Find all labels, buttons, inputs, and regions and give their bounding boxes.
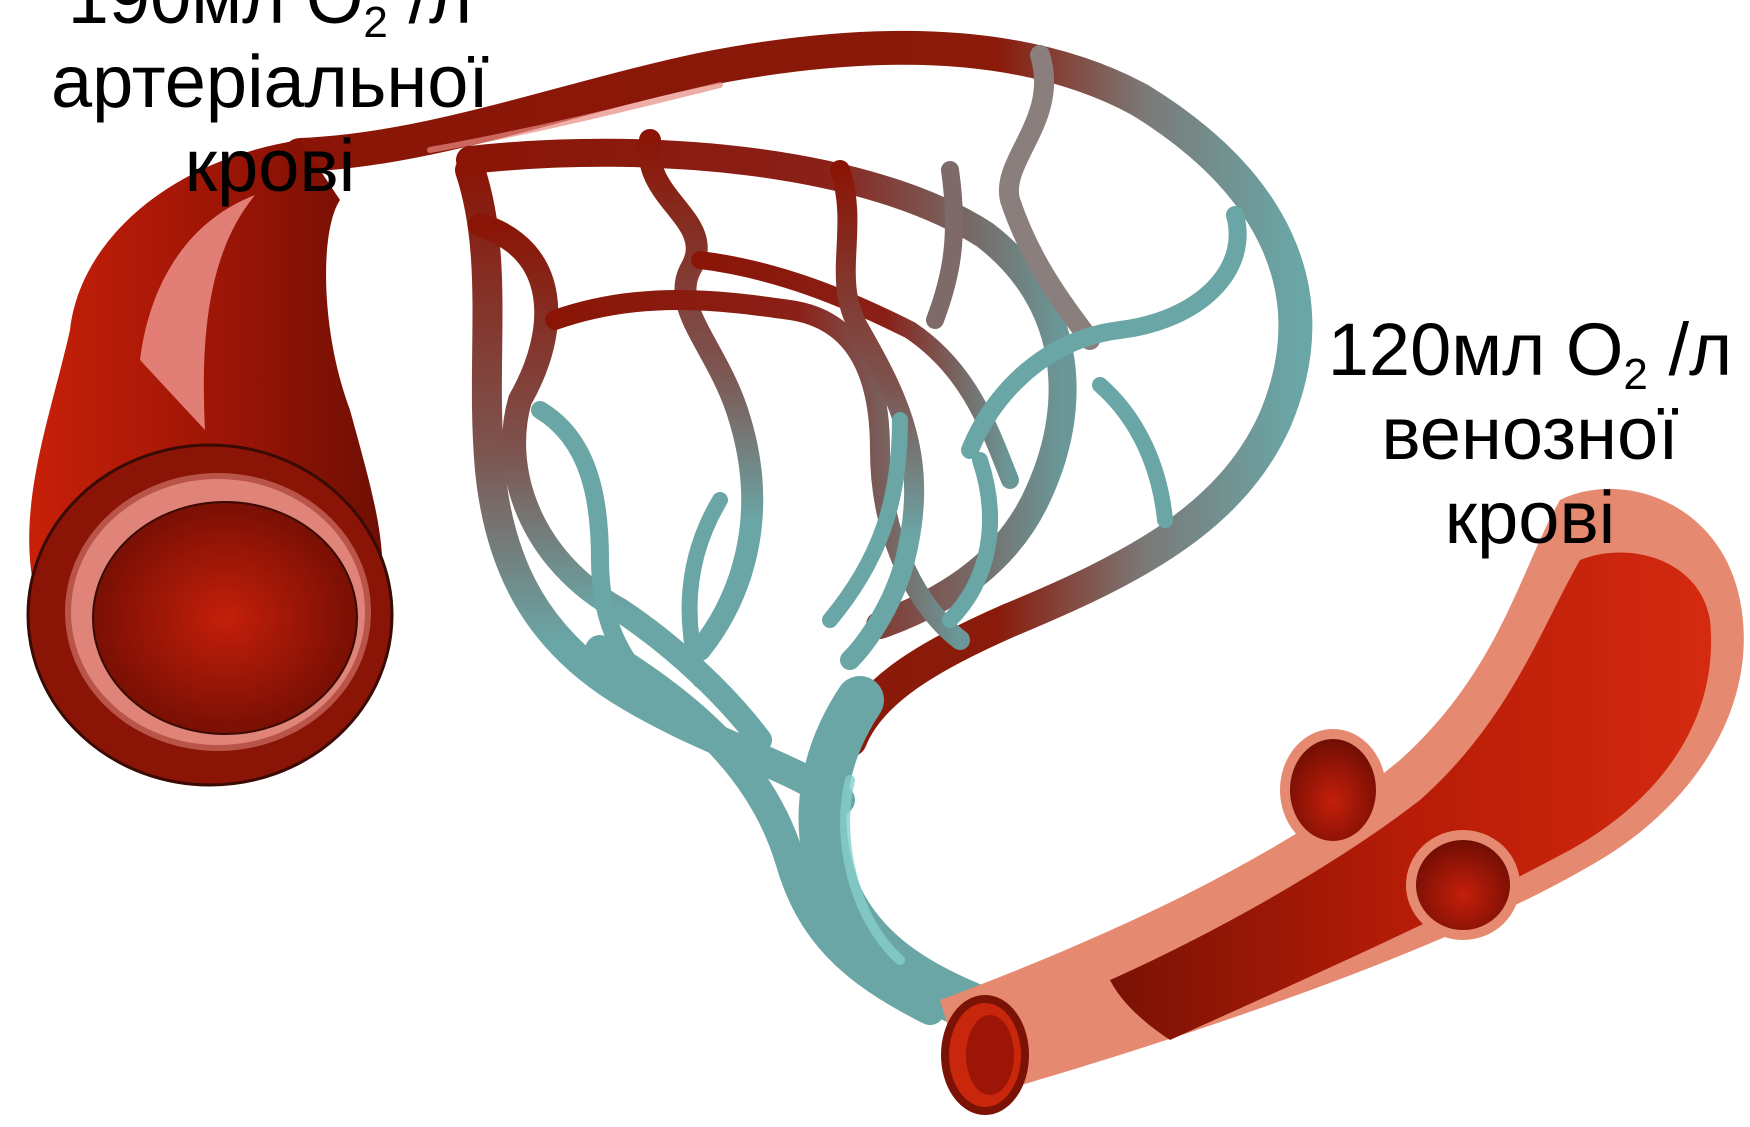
venous-oxygen-label: 120мл O2 /л венозної крові	[1320, 308, 1740, 560]
vein-valve-1	[1285, 734, 1381, 846]
branch-loop-e	[1009, 55, 1090, 340]
venous-oxygen-amount: 120мл O2 /л	[1320, 308, 1740, 392]
branch-loop-f	[935, 170, 954, 320]
vein-valve-2	[1411, 835, 1515, 935]
venous-label-line3: крові	[1320, 476, 1740, 560]
artery	[28, 140, 392, 785]
arterial-oxygen-label: 190мл O2 /л артеріальної крові	[50, 0, 490, 208]
arterial-label-line2: артеріальної	[50, 40, 490, 124]
venous-branch-4	[1100, 385, 1165, 520]
arterial-oxygen-amount: 190мл O2 /л	[50, 0, 490, 40]
artery-lumen	[93, 502, 357, 734]
venous-label-line2: венозної	[1320, 392, 1740, 476]
vein-opening-inner	[966, 1015, 1014, 1095]
arterial-label-line3: крові	[50, 124, 490, 208]
branch-loop-a	[649, 140, 752, 650]
